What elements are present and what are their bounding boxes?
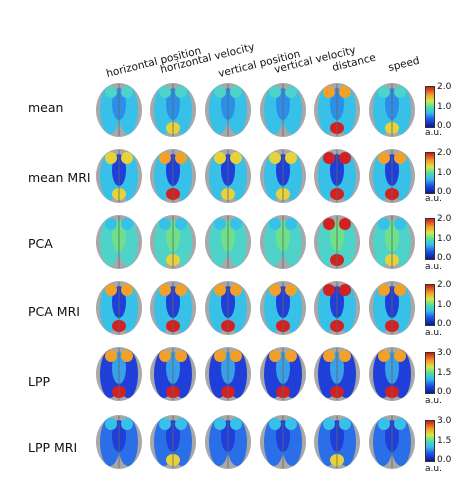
column-label-speed: speed [387, 54, 421, 74]
colorbar-pca [425, 218, 435, 260]
brain-map [314, 415, 360, 469]
colorbar-unit: a.u. [425, 396, 442, 406]
colorbar-mean-mri [425, 152, 435, 194]
brain-map [260, 215, 306, 269]
colorbar-tick: 0.0 [437, 319, 452, 329]
colorbar-unit: a.u. [425, 262, 442, 272]
colorbar-tick: 0.0 [437, 253, 452, 263]
colorbar-unit: a.u. [425, 464, 442, 474]
brain-map [205, 149, 251, 203]
colorbar-tick: 1.0 [437, 300, 452, 310]
colorbar-lpp-mri [425, 420, 435, 462]
row-label-lpp-mri: LPP MRI [28, 440, 78, 455]
brain-map [205, 215, 251, 269]
brain-map [205, 415, 251, 469]
colorbar-tick: 0.0 [437, 455, 452, 465]
brain-map [150, 281, 196, 335]
brain-map [260, 83, 306, 137]
brain-map [96, 83, 142, 137]
brain-map [369, 83, 415, 137]
brain-map [150, 149, 196, 203]
brain-map [260, 149, 306, 203]
colorbar-tick: 2.0 [437, 214, 452, 224]
row-label-pca-mri: PCA MRI [28, 304, 80, 319]
colorbar-unit: a.u. [425, 128, 442, 138]
brain-map [150, 83, 196, 137]
row-label-lpp: LPP [28, 374, 51, 389]
brain-map [150, 347, 196, 401]
brain-map [96, 215, 142, 269]
colorbar-tick: 2.0 [437, 280, 452, 290]
brain-map [150, 415, 196, 469]
colorbar-lpp [425, 352, 435, 394]
brain-map [369, 347, 415, 401]
brain-map [205, 83, 251, 137]
brain-map [96, 281, 142, 335]
brain-map [314, 347, 360, 401]
colorbar-tick: 0.0 [437, 187, 452, 197]
colorbar-tick: 3.0 [437, 416, 452, 426]
brain-map [150, 215, 196, 269]
brain-map [314, 149, 360, 203]
colorbar-tick: 1.0 [437, 234, 452, 244]
brain-map [260, 347, 306, 401]
brain-map [96, 347, 142, 401]
colorbar-tick: 2.0 [437, 148, 452, 158]
colorbar-tick: 1.0 [437, 168, 452, 178]
brain-map [369, 415, 415, 469]
brain-map [260, 281, 306, 335]
colorbar-pca-mri [425, 284, 435, 326]
colorbar-tick: 1.0 [437, 102, 452, 112]
colorbar-tick: 0.0 [437, 121, 452, 131]
brain-map [314, 281, 360, 335]
brain-map [369, 215, 415, 269]
colorbar-unit: a.u. [425, 328, 442, 338]
colorbar-unit: a.u. [425, 194, 442, 204]
brain-map [369, 281, 415, 335]
brain-map [369, 149, 415, 203]
brain-map [96, 415, 142, 469]
brain-map [314, 215, 360, 269]
row-label-mean: mean [28, 100, 64, 115]
colorbar-tick: 2.0 [437, 82, 452, 92]
colorbar-tick: 1.5 [437, 436, 452, 446]
colorbar-tick: 0.0 [437, 387, 452, 397]
colorbar-tick: 3.0 [437, 348, 452, 358]
brain-map [260, 415, 306, 469]
colorbar-mean [425, 86, 435, 128]
brain-map [96, 149, 142, 203]
brain-map [314, 83, 360, 137]
colorbar-tick: 1.5 [437, 368, 452, 378]
row-label-mean-mri: mean MRI [28, 170, 91, 185]
row-label-pca: PCA [28, 236, 53, 251]
brain-map [205, 281, 251, 335]
brain-map [205, 347, 251, 401]
